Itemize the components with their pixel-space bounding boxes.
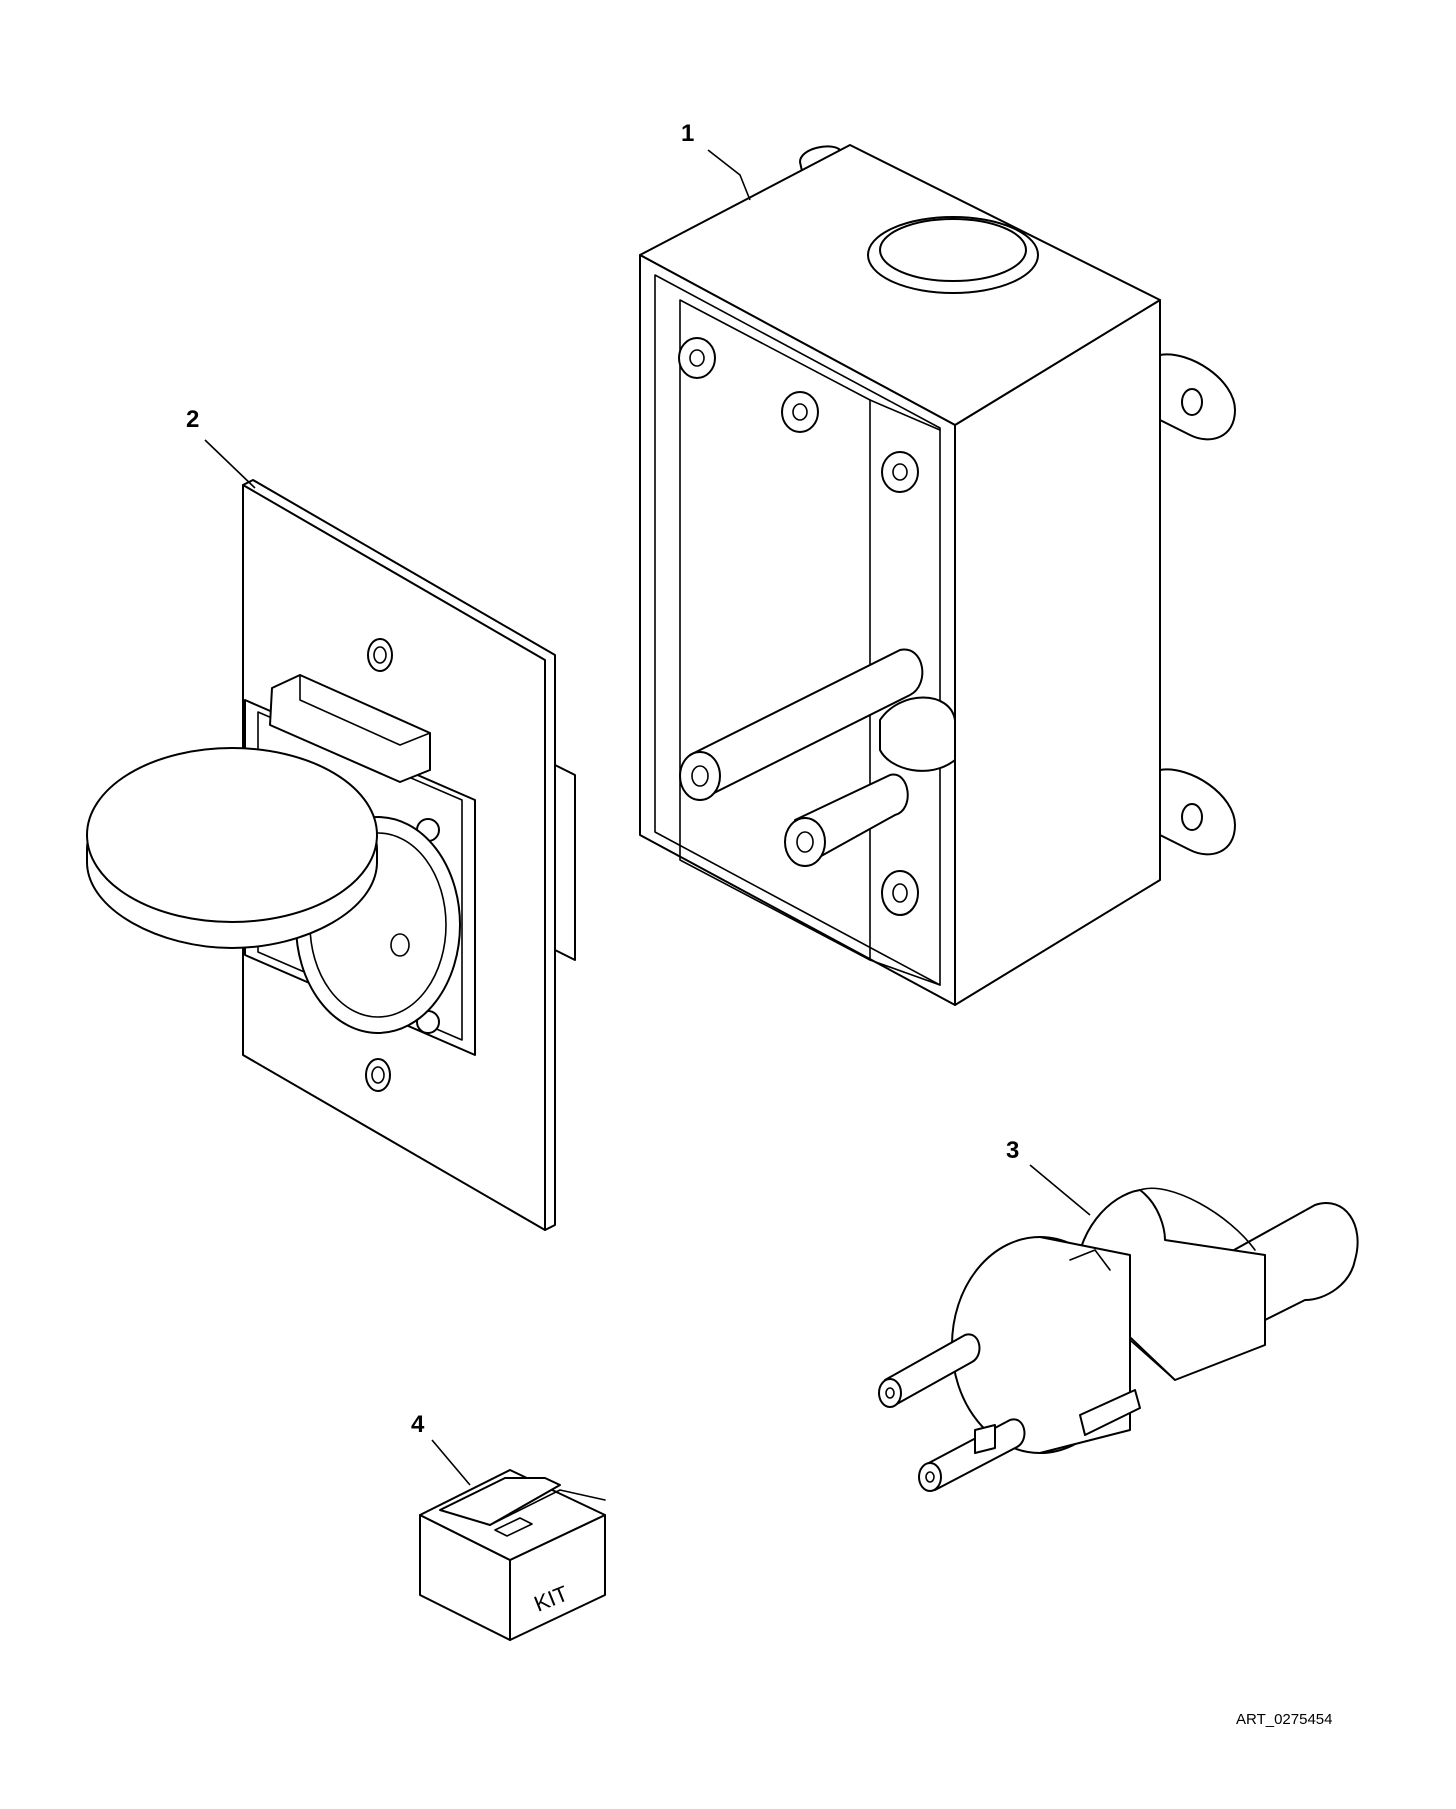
electrical-box-part xyxy=(639,144,1236,1006)
kit-box-part: KIT xyxy=(419,1469,606,1641)
callout-3: 3 xyxy=(1006,1137,1019,1164)
callout-2: 2 xyxy=(186,406,199,433)
art-id-label: ART_0275454 xyxy=(1236,1711,1332,1728)
callout-4: 4 xyxy=(411,1411,425,1438)
leader-line-4 xyxy=(431,1439,471,1486)
leader-line-1 xyxy=(707,149,751,201)
leader-line-3 xyxy=(1029,1164,1091,1216)
receptacle-cover-plate-part xyxy=(86,479,576,1231)
callout-1: 1 xyxy=(681,120,694,147)
plug-part xyxy=(878,1187,1359,1492)
leader-line-2 xyxy=(204,439,256,489)
